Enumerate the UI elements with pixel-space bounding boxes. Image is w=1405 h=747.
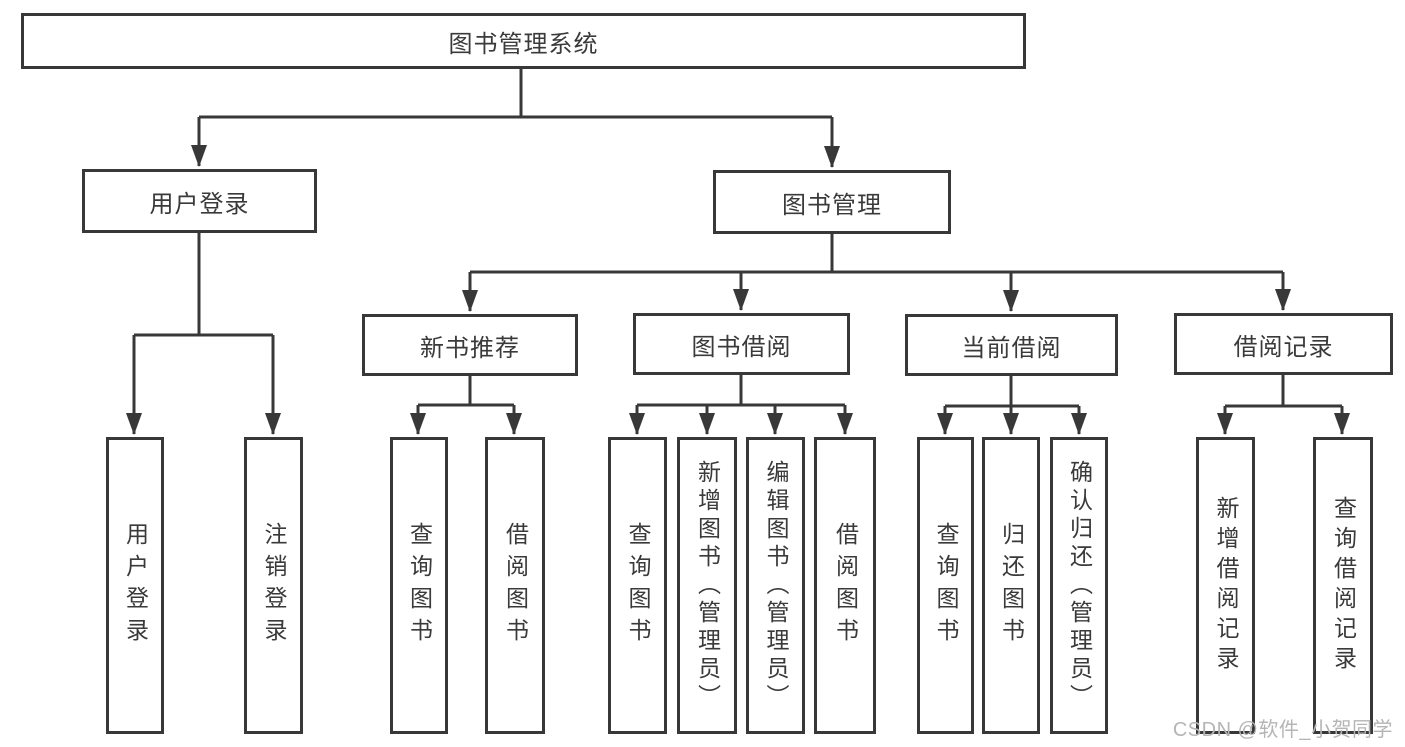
- node-current-confirm-return-admin-label: 确认归还（管理员）: [1066, 459, 1093, 712]
- node-root: 图书管理系统: [21, 13, 1026, 69]
- node-records-query-record: 查询借阅记录: [1313, 437, 1373, 734]
- node-recommend-query-books-label: 查询图书: [406, 521, 433, 650]
- node-current-borrowing: 当前借阅: [905, 314, 1118, 376]
- node-new-book-recommend-label: 新书推荐: [420, 334, 520, 362]
- node-records-query-record-label: 查询借阅记录: [1330, 495, 1357, 676]
- node-recommend-query-books: 查询图书: [390, 437, 448, 734]
- csdn-watermark: CSDN @软件_小贺同学: [1172, 719, 1393, 741]
- connector-book-management-children: [462, 234, 1291, 312]
- node-book-management-label: 图书管理: [782, 191, 882, 219]
- node-user-login-label: 用户登录: [149, 190, 250, 218]
- node-borrowing-records-label: 借阅记录: [1233, 333, 1334, 361]
- node-borrowing-borrow-books: 借阅图书: [814, 437, 876, 734]
- node-current-return-books-label: 归还图书: [998, 521, 1025, 650]
- node-logout: 注销登录: [244, 437, 303, 734]
- node-new-book-recommend: 新书推荐: [362, 314, 578, 376]
- node-borrowing-add-books-admin: 新增图书（管理员）: [677, 437, 737, 734]
- node-recommend-borrow-books-label: 借阅图书: [502, 521, 529, 650]
- node-book-borrowing-label: 图书借阅: [691, 333, 792, 361]
- connector-current-children: [937, 376, 1087, 435]
- node-records-add-record: 新增借阅记录: [1196, 437, 1255, 734]
- connector-user-login-children: [126, 233, 281, 435]
- node-borrowing-add-books-admin-label: 新增图书（管理员）: [694, 459, 721, 712]
- node-borrowing-query-books-label: 查询图书: [625, 521, 651, 650]
- node-logout-label: 注销登录: [261, 521, 287, 650]
- connector-borrowing-children: [629, 375, 853, 435]
- node-current-query-books: 查询图书: [917, 437, 974, 734]
- node-root-label: 图书管理系统: [448, 30, 599, 58]
- node-login: 用户登录: [106, 437, 164, 734]
- node-user-login: 用户登录: [82, 169, 317, 233]
- connector-records-children: [1217, 375, 1350, 435]
- node-book-borrowing: 图书借阅: [633, 313, 850, 375]
- connector-recommend-children: [410, 376, 522, 435]
- node-book-management: 图书管理: [713, 170, 951, 234]
- node-recommend-borrow-books: 借阅图书: [485, 437, 545, 734]
- node-borrowing-borrow-books-label: 借阅图书: [832, 521, 859, 650]
- node-current-confirm-return-admin: 确认归还（管理员）: [1050, 437, 1108, 734]
- node-borrowing-records: 借阅记录: [1174, 313, 1393, 375]
- node-borrowing-edit-books-admin: 编辑图书（管理员）: [746, 437, 805, 734]
- node-records-add-record-label: 新增借阅记录: [1213, 495, 1239, 676]
- node-borrowing-edit-books-admin-label: 编辑图书（管理员）: [763, 459, 789, 712]
- connector-root-to-level2: [191, 68, 840, 168]
- node-borrowing-query-books: 查询图书: [608, 437, 667, 734]
- node-current-borrowing-label: 当前借阅: [961, 334, 1062, 362]
- node-current-query-books-label: 查询图书: [933, 521, 959, 650]
- node-current-return-books: 归还图书: [982, 437, 1040, 734]
- node-login-label: 用户登录: [122, 521, 149, 650]
